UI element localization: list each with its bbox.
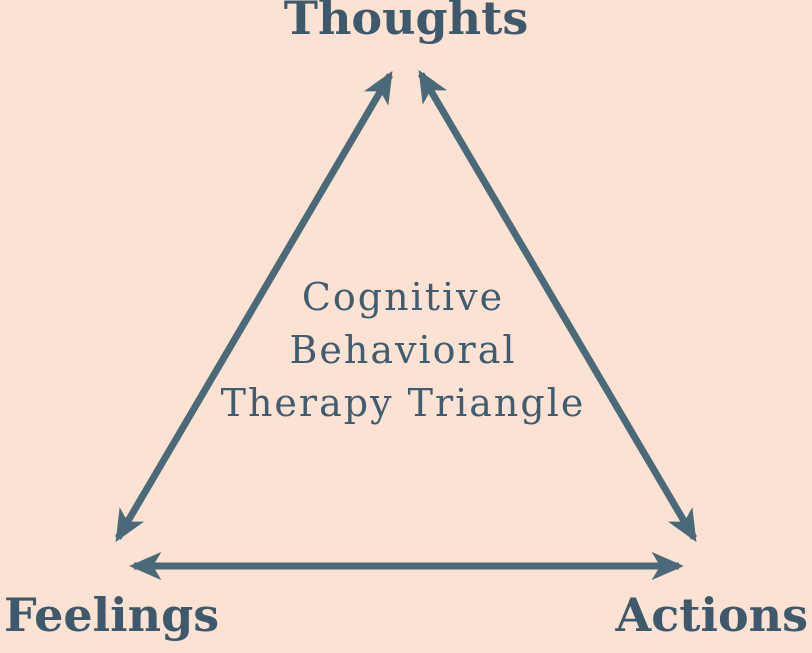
node-label-feelings: Feelings	[4, 588, 220, 642]
edge-thoughts-actions	[417, 69, 698, 543]
diagram-title-line-2: Behavioral	[289, 328, 517, 372]
node-label-actions: Actions	[615, 588, 808, 642]
diagram-title: Cognitive Behavioral Therapy Triangle	[0, 271, 806, 430]
diagram-title-line-1: Cognitive	[301, 275, 505, 319]
node-label-thoughts: Thoughts	[283, 0, 529, 45]
diagram-title-line-3: Therapy Triangle	[220, 381, 586, 425]
edge-thoughts-feelings	[114, 70, 394, 543]
